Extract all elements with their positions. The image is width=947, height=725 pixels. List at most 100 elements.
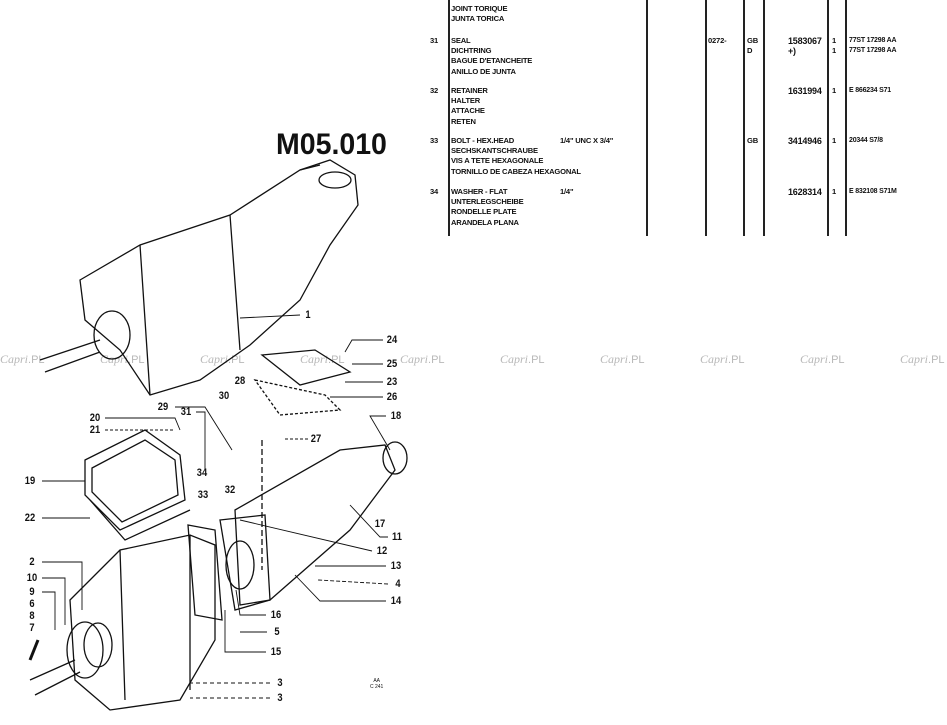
callout-number: 20 <box>89 412 101 424</box>
watermark-suffix: .PL <box>28 354 45 366</box>
callout-number: 22 <box>24 512 36 524</box>
callout-number: 14 <box>390 595 402 607</box>
watermark: Capri.PL <box>900 352 945 367</box>
callout-number: 32 <box>224 484 236 496</box>
quantity: 1 <box>832 46 837 56</box>
drawing-code-line: AA <box>373 678 380 684</box>
watermark-suffix: .PL <box>128 354 145 366</box>
description-line: TORNILLO DE CABEZA HEXAGONAL <box>451 166 581 176</box>
watermark-script: Capri <box>700 352 729 366</box>
callout-number: 34 <box>196 467 208 479</box>
watermark-script: Capri <box>500 352 529 366</box>
engineering-reference: 77ST 17298 AA <box>849 47 897 55</box>
drawing-code: AA C 241 <box>370 678 383 690</box>
callout-number: 1 <box>305 309 311 321</box>
description-line: UNTERLEGSCHEIBE <box>451 197 524 207</box>
description-line: SECHSKANTSCHRAUBE <box>451 146 538 156</box>
description-line: BOLT - HEX.HEAD <box>451 136 515 145</box>
description-line: JOINT TORIQUE <box>451 4 508 13</box>
description-line: DICHTRING <box>451 46 492 56</box>
description-line: BAGUE D'ETANCHEITE <box>451 56 533 66</box>
description-line: RETEN <box>451 116 476 126</box>
watermark-script: Capri <box>400 352 429 366</box>
watermark: Capri.PL <box>400 352 445 367</box>
description-line: ATTACHE <box>451 106 485 116</box>
description-line: ARANDELA PLANA <box>451 217 519 227</box>
table-rule <box>743 0 745 236</box>
specification: 1/4" UNC X 3/4" <box>560 136 614 145</box>
description-line: JUNTA TORICA <box>451 14 505 24</box>
callout-number: 26 <box>386 391 398 403</box>
callout-number: 3 <box>277 692 283 704</box>
table-rule <box>448 0 450 236</box>
item-number: 31 <box>430 36 439 45</box>
callout-number: 23 <box>386 376 398 388</box>
part-number: 1583067 <box>788 36 822 46</box>
callout-number: 29 <box>157 401 169 413</box>
item-number: 33 <box>430 136 439 145</box>
description-line: RONDELLE PLATE <box>451 207 517 217</box>
description-line: WASHER - FLAT <box>451 187 508 196</box>
table-rule <box>763 0 765 236</box>
callout-number: 3 <box>277 677 283 689</box>
part-number: 3414946 <box>788 136 822 146</box>
quantity: 1 <box>832 136 837 145</box>
watermark-suffix: .PL <box>628 354 645 366</box>
callout-number: 16 <box>270 609 282 621</box>
part-number: 1628314 <box>788 187 822 197</box>
watermark-suffix: .PL <box>328 354 345 366</box>
callout-number: 33 <box>197 489 209 501</box>
description-line: ANILLO DE JUNTA <box>451 66 516 76</box>
watermark-suffix: .PL <box>828 354 845 366</box>
callout-number: 7 <box>29 622 35 634</box>
page-code-title: M05.010 <box>276 128 387 161</box>
watermark-script: Capri <box>0 352 29 366</box>
part-number: 1631994 <box>788 86 822 96</box>
engineering-reference: E 832108 S71M <box>849 188 897 195</box>
callout-number: 9 <box>29 586 35 598</box>
callout-number: 25 <box>386 358 398 370</box>
callout-number: 11 <box>392 531 402 543</box>
quantity: 1 <box>832 36 837 45</box>
watermark-suffix: .PL <box>928 354 945 366</box>
watermark-suffix: .PL <box>528 354 545 366</box>
watermark: Capri.PL <box>0 352 45 367</box>
country-code: GB <box>747 136 758 145</box>
watermark-script: Capri <box>300 352 329 366</box>
description-line: SEAL <box>451 36 471 45</box>
callout-number: 18 <box>390 410 402 422</box>
callout-number: 15 <box>270 646 282 658</box>
watermark-script: Capri <box>600 352 629 366</box>
watermark-script: Capri <box>900 352 929 366</box>
description-line: HALTER <box>451 96 481 106</box>
country-code: GB <box>747 36 758 45</box>
callout-number: 21 <box>89 424 101 436</box>
quantity: 1 <box>832 86 837 95</box>
table-rule <box>827 0 829 236</box>
engineering-reference: E 866234 S71 <box>849 87 891 94</box>
engineering-reference: 77ST 17298 AA <box>849 37 897 44</box>
watermark-suffix: .PL <box>428 354 445 366</box>
callout-number: 17 <box>374 518 386 530</box>
date-code: 0272- <box>708 36 727 45</box>
callout-number: 4 <box>395 578 401 590</box>
country-code: D <box>747 46 753 56</box>
callout-number: 24 <box>386 334 398 346</box>
callout-number: 12 <box>376 545 388 557</box>
callout-number: 27 <box>310 433 322 445</box>
watermark: Capri.PL <box>600 352 645 367</box>
watermark-script: Capri <box>800 352 829 366</box>
description-line: VIS A TETE HEXAGONALE <box>451 156 544 166</box>
item-number: 34 <box>430 187 439 196</box>
table-rule <box>646 0 648 236</box>
table-rule <box>845 0 847 236</box>
callout-number: 2 <box>29 556 35 568</box>
callout-number: 6 <box>29 598 35 610</box>
callout-number: 13 <box>390 560 402 572</box>
drawing-code-line: C 241 <box>370 684 384 690</box>
callout-number: 8 <box>29 610 35 622</box>
watermark: Capri.PL <box>500 352 545 367</box>
watermark: Capri.PL <box>300 352 345 367</box>
callout-number: 5 <box>274 626 280 638</box>
